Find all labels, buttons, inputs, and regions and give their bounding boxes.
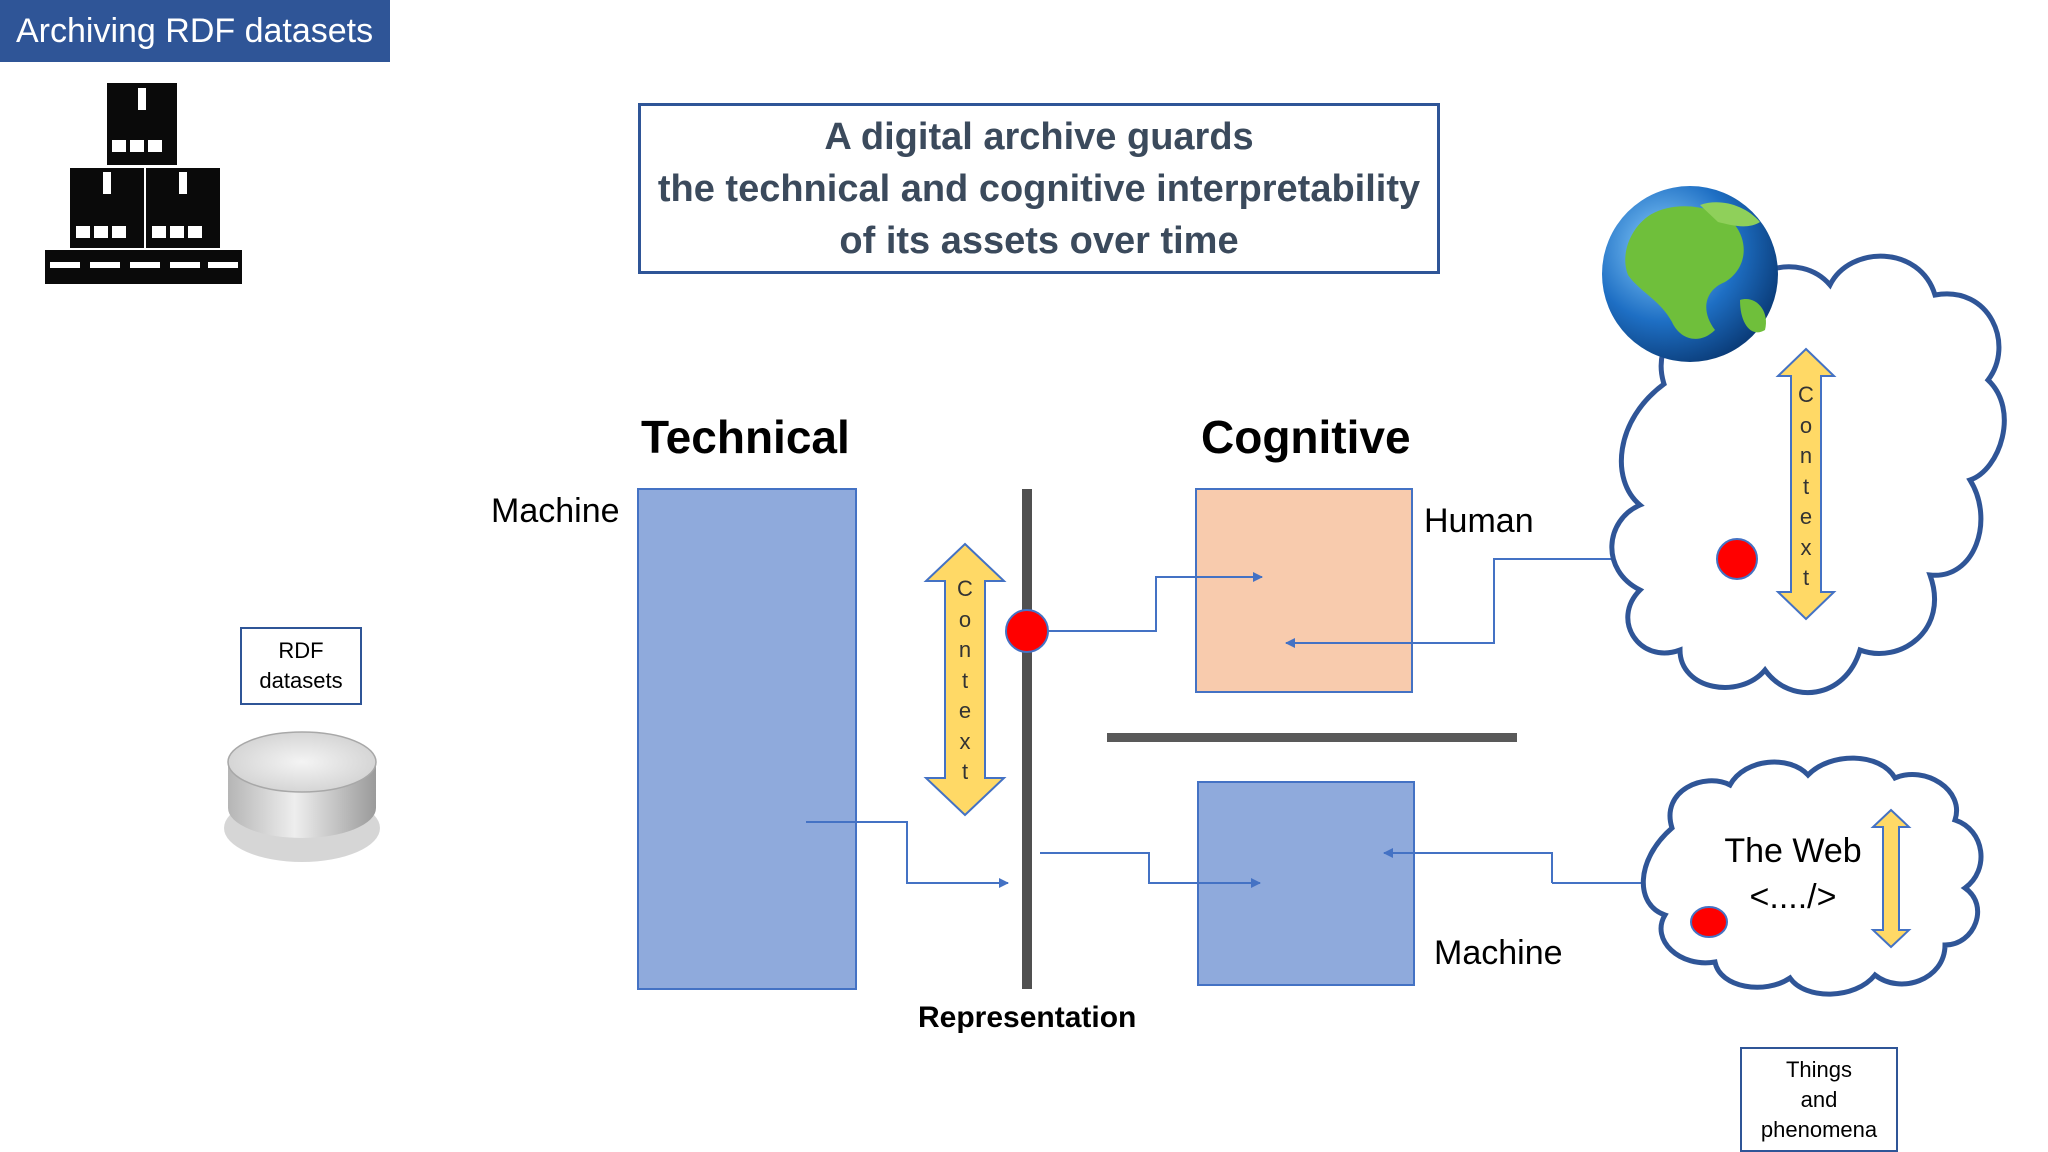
thesis-line-3: of its assets over time [839, 219, 1239, 262]
human-machine-separator [1107, 733, 1517, 742]
database-cylinder-icon [224, 731, 380, 862]
web-title: The Web [1724, 832, 1862, 870]
web-cloud-text: The Web <..../> [1718, 828, 1868, 920]
context-letter: t [961, 759, 969, 784]
context-letter: C [957, 576, 973, 601]
human-box [1195, 488, 1413, 693]
rdf-line-1: RDF [278, 638, 324, 663]
representation-line [1022, 489, 1032, 989]
context-letter: t [1802, 473, 1810, 499]
context-letter: o [958, 606, 972, 632]
machine-label-right: Machine [1434, 934, 1563, 972]
web-code-glyph: <..../> [1749, 878, 1837, 916]
context-letter: C [1798, 382, 1814, 407]
context-text-middle: C o n t e x t [955, 574, 975, 788]
connector-web-to-machine [1383, 848, 1553, 883]
context-letter: n [958, 637, 972, 662]
web-red-dot [1690, 906, 1728, 938]
context-letter: e [1799, 504, 1813, 529]
things-line-3: phenomena [1760, 1116, 1878, 1142]
things-phenomena-box: Things and phenomena [1740, 1047, 1898, 1152]
world-red-dot [1716, 538, 1758, 580]
web-context-double-arrow [1870, 808, 1912, 949]
things-line-2: and [1800, 1086, 1838, 1112]
context-letter: t [1802, 565, 1810, 590]
thesis-line-1: A digital archive guards [824, 115, 1254, 158]
thesis-statement-box: A digital archive guards the technical a… [638, 103, 1440, 274]
cloud-context-double-arrow [1775, 347, 1837, 621]
thesis-line-2: the technical and cognitive interpretabi… [657, 167, 1421, 210]
context-letter: x [1800, 534, 1812, 560]
representation-red-dot [1005, 609, 1049, 653]
context-letter: n [1799, 443, 1813, 468]
technical-heading: Technical [641, 411, 850, 463]
rdf-datasets-box: RDF datasets [240, 627, 362, 705]
context-letter: e [958, 698, 972, 723]
context-letter: o [1799, 412, 1813, 438]
cognitive-heading: Cognitive [1201, 411, 1411, 463]
rdf-line-2: datasets [259, 668, 343, 693]
connector-dot-to-human [1048, 572, 1263, 632]
representation-label: Representation [918, 1001, 1137, 1034]
connector-representation-to-machine [1040, 852, 1261, 888]
human-label: Human [1424, 502, 1534, 540]
context-text-cloud: C o n t e x t [1796, 380, 1816, 594]
earth-globe-icon [1602, 186, 1778, 362]
context-letter: t [961, 667, 969, 693]
connector-technical-to-representation [806, 821, 1009, 888]
technical-machine-box [637, 488, 857, 990]
slide-title: Archiving RDF datasets [0, 0, 390, 62]
context-letter: x [959, 728, 971, 754]
machine-label-left: Machine [491, 492, 620, 530]
context-double-arrow [923, 542, 1007, 817]
things-line-1: Things [1785, 1056, 1853, 1082]
